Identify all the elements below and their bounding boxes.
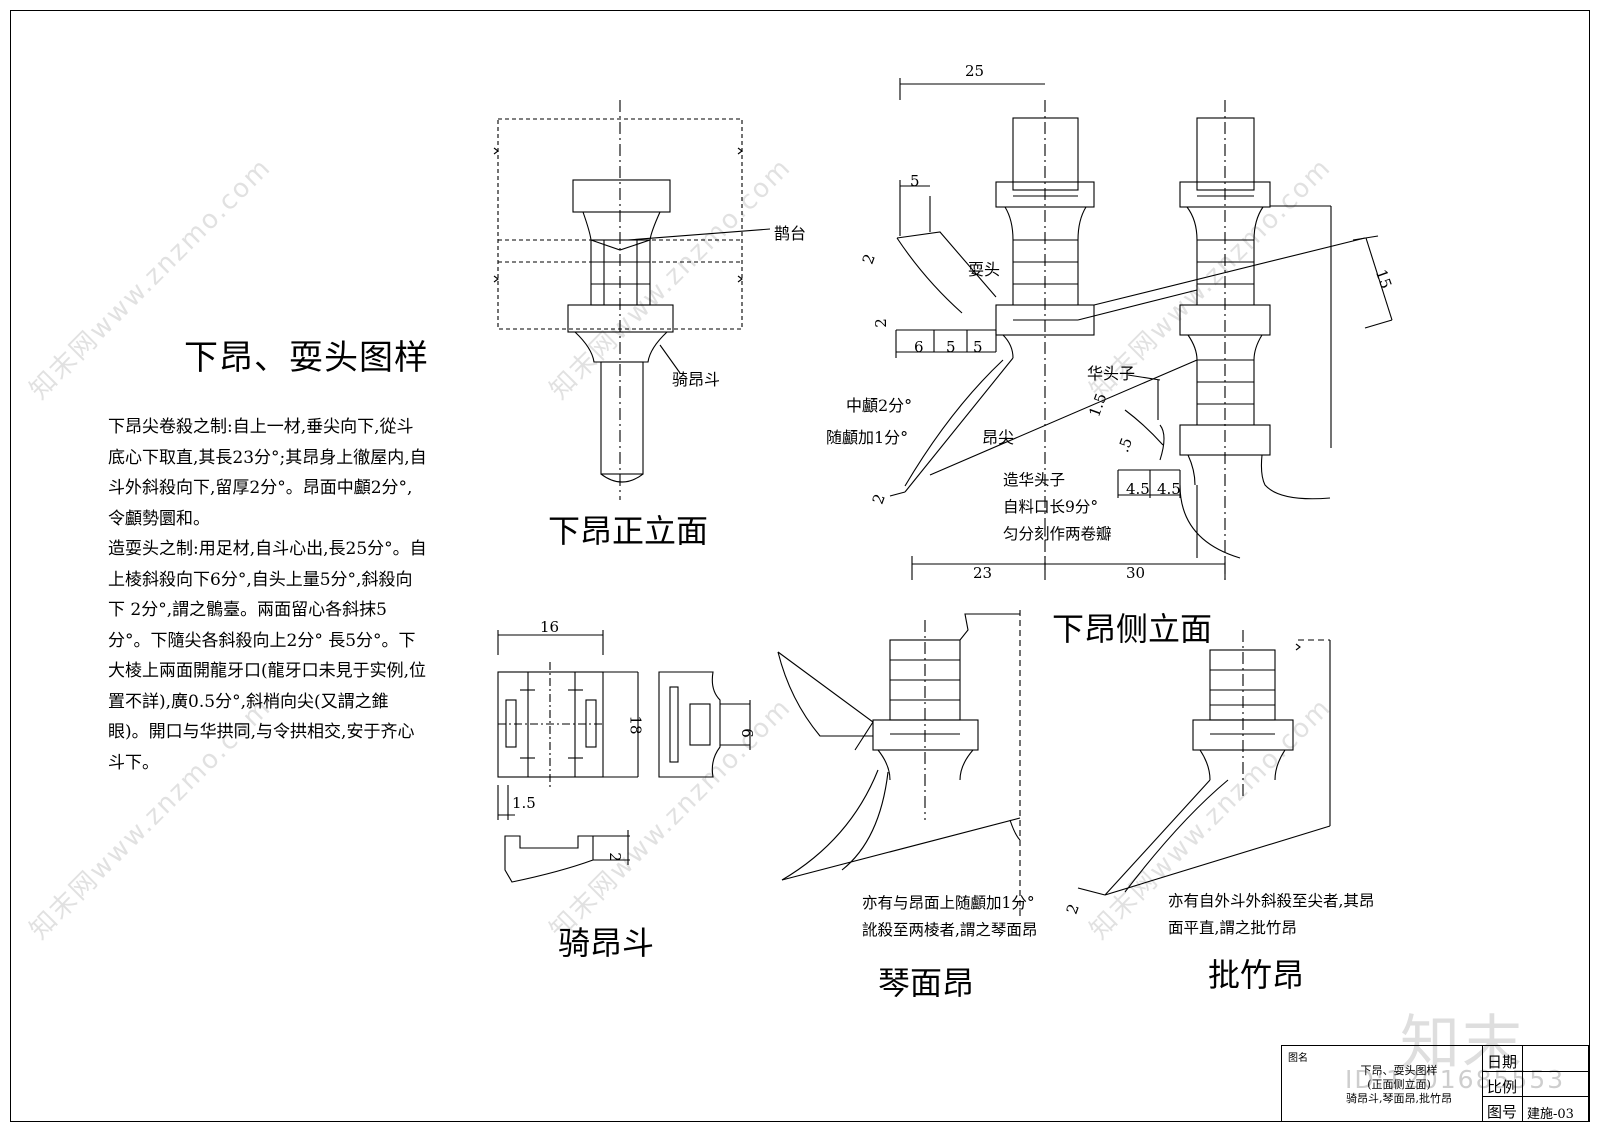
dim-23: 23 bbox=[973, 564, 993, 582]
drawing-frame bbox=[10, 10, 1590, 1122]
side-note-line: 匀分刻作两卷瓣 bbox=[1003, 525, 1112, 543]
qiangdou-drawing bbox=[497, 630, 751, 883]
label-zhongqu: 中顱2分° bbox=[846, 396, 913, 415]
label-suiqu: 随顱加1分° bbox=[826, 428, 909, 447]
label-huatouzi: 华头子 bbox=[1087, 364, 1136, 383]
tb-date-label: 日期 bbox=[1487, 1053, 1518, 1071]
tb-name-label: 图名 bbox=[1288, 1053, 1308, 1064]
pizhu-title: 批竹昂 bbox=[1208, 956, 1305, 994]
tb-num-label: 图号 bbox=[1487, 1103, 1518, 1121]
pizhu-drawing bbox=[1077, 630, 1331, 896]
dim-5: 5 bbox=[910, 172, 920, 190]
dim-30: 30 bbox=[1126, 564, 1146, 582]
dim-25: 25 bbox=[965, 62, 985, 80]
break-marks bbox=[493, 147, 1301, 651]
dim-4-5: 4.5 bbox=[1157, 480, 1181, 498]
qinmian-title: 琴面昂 bbox=[878, 964, 975, 1002]
tb-name-line: (正面侧立面) bbox=[1367, 1078, 1431, 1091]
dim-5: 5 bbox=[973, 338, 983, 356]
description-paragraph: 造耍头之制:用足材,自斗心出,長25分°。自上棱斜殺向下6分°,自头上量5分°,… bbox=[108, 539, 427, 773]
tb-name-line: 骑昂斗,琴面昂,批竹昂 bbox=[1346, 1092, 1452, 1105]
tb-name-line: 下昂、耍头图样 bbox=[1360, 1064, 1438, 1077]
side-elevation-drawing bbox=[889, 78, 1393, 580]
side-note-line: 自料口长9分° bbox=[1003, 498, 1099, 516]
front-elevation-title: 下昂正立面 bbox=[548, 512, 709, 550]
side-elevation-title: 下昂侧立面 bbox=[1052, 610, 1213, 648]
watermark-id: ID:1201685553 bbox=[1345, 1065, 1566, 1094]
label-quetai: 鹊台 bbox=[774, 224, 807, 243]
tb-scale-label: 比例 bbox=[1487, 1078, 1518, 1096]
watermark-logo: 知末 bbox=[1400, 1009, 1524, 1079]
dim-4-5: 4.5 bbox=[1126, 480, 1150, 498]
qiangdou-title: 骑昂斗 bbox=[558, 924, 655, 962]
qinmian-note-line: 亦有与昂面上随顱加1分° bbox=[862, 894, 1035, 912]
side-note-line: 造华头子 bbox=[1003, 471, 1066, 489]
label-qiangdou: 骑昂斗 bbox=[672, 370, 721, 389]
description-paragraph: 下昂尖卷殺之制:自上一材,垂尖向下,從斗底心下取直,其長23分°;其昂身上徹屋内… bbox=[108, 417, 427, 529]
qinmian-drawing bbox=[777, 610, 1021, 920]
title-block: 图名 下昂、耍头图样 (正面侧立面) 骑昂斗,琴面昂,批竹昂 日期 比例 图号 … bbox=[1281, 1045, 1589, 1122]
qinmian-note-line: 訛殺至两棱者,謂之琴面昂 bbox=[862, 921, 1038, 939]
front-elevation-drawing bbox=[497, 100, 771, 500]
tb-num-value: 建施-03 bbox=[1527, 1107, 1574, 1122]
side-note: 造华头子 自料口长9分° 匀分刻作两卷瓣 bbox=[1003, 467, 1112, 548]
dim-1-5: 1.5 bbox=[512, 794, 536, 812]
description: 下昂尖卷殺之制:自上一材,垂尖向下,從斗底心下取直,其長23分°;其昂身上徹屋内… bbox=[108, 412, 428, 778]
dim-16: 16 bbox=[540, 618, 560, 636]
dim-6: 6 bbox=[914, 338, 924, 356]
qinmian-note: 亦有与昂面上随顱加1分° 訛殺至两棱者,謂之琴面昂 bbox=[862, 890, 1037, 944]
dim-5: 5 bbox=[946, 338, 956, 356]
pizhu-note-line: 面平直,謂之批竹昂 bbox=[1168, 919, 1297, 937]
pizhu-note: 亦有自外斗外斜殺至尖者,其昂 面平直,謂之批竹昂 bbox=[1168, 888, 1374, 942]
pizhu-note-line: 亦有自外斗外斜殺至尖者,其昂 bbox=[1168, 892, 1375, 910]
sheet-title: 下昂、耍头图样 bbox=[184, 338, 429, 378]
